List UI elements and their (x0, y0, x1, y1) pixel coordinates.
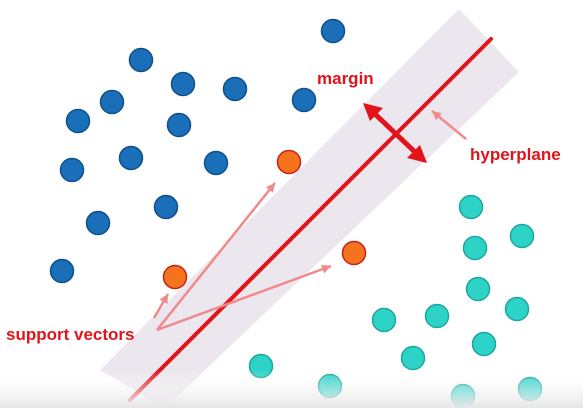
class-b-point (400, 345, 426, 371)
class-b-point (371, 307, 397, 333)
margin-band (100, 9, 519, 408)
arrow-head-icon (321, 264, 331, 274)
class-a-point (59, 157, 85, 183)
arrow-head-icon (265, 183, 275, 193)
class-a-point (65, 108, 91, 134)
hyperplane-line (128, 37, 493, 402)
class-a-point (49, 258, 75, 284)
class-a-point (85, 210, 111, 236)
class-b-point (465, 276, 491, 302)
class-a-point (153, 194, 179, 220)
class-b-point (424, 303, 450, 329)
class-a-point (99, 89, 125, 115)
class-b-point (471, 331, 497, 357)
sv-pointer-arrow-2 (156, 264, 332, 332)
support-vector-point (341, 240, 367, 266)
arrow-head-icon (432, 111, 442, 121)
class-b-point (509, 223, 535, 249)
support-vector-point (162, 264, 188, 290)
class-b-point (458, 194, 484, 220)
arrow-head-icon (159, 294, 168, 304)
class-a-points (49, 18, 346, 284)
support-vectors-label: support vectors (6, 325, 134, 344)
class-a-point (320, 18, 346, 44)
class-a-point (166, 112, 192, 138)
class-b-point (504, 296, 530, 322)
sv-pointer-arrow-1 (156, 182, 276, 331)
margin-double-arrow-icon (363, 103, 427, 163)
class-a-point (222, 76, 248, 102)
support-vectors (162, 149, 367, 290)
support-vector-pointers (152, 182, 332, 332)
class-a-point (118, 145, 144, 171)
class-a-point (291, 87, 317, 113)
class-a-point (128, 47, 154, 73)
class-a-point (203, 150, 229, 176)
class-a-point (170, 71, 196, 97)
hyperplane-label: hyperplane (470, 145, 561, 164)
bottom-fade (0, 370, 583, 408)
class-b-point (462, 235, 488, 261)
support-vector-point (276, 149, 302, 175)
margin-label: margin (317, 69, 374, 88)
